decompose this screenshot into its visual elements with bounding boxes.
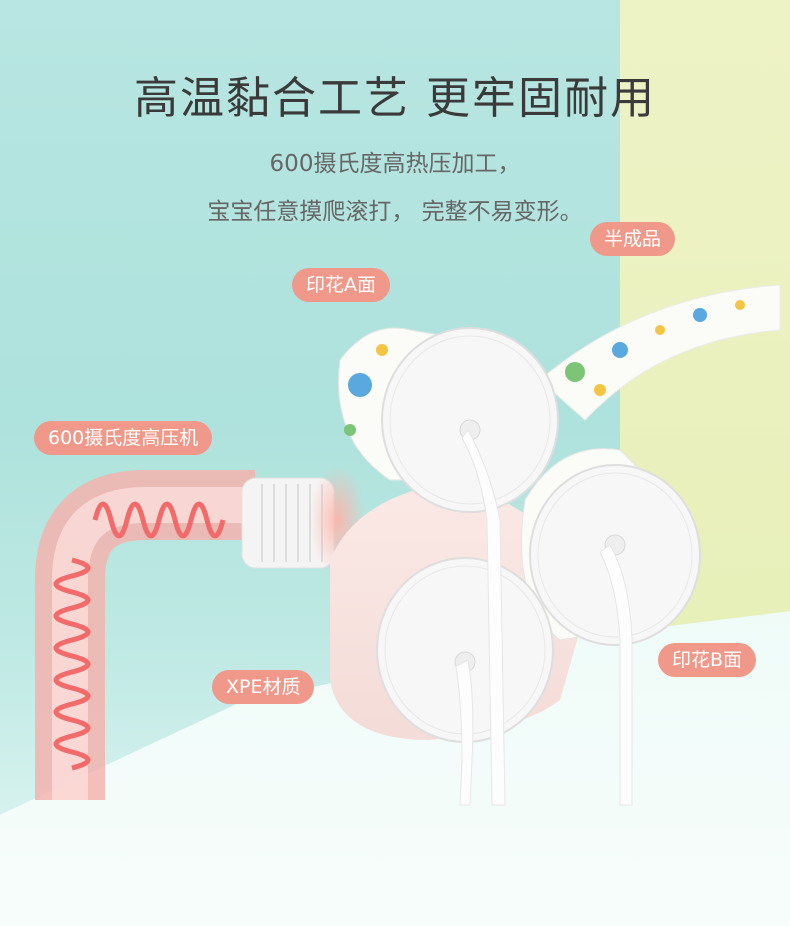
tag-print-side-b: 印花B面 — [658, 643, 757, 677]
tag-heat-press: 600摄氏度高压机 — [34, 421, 213, 455]
subtitle-line-1: 600摄氏度高热压加工， — [269, 151, 521, 177]
heater-coil-horizontal — [92, 501, 226, 539]
heater-coil-vertical — [53, 557, 91, 771]
tag-print-side-a: 印花A面 — [292, 268, 390, 302]
roller-print-side-a — [338, 327, 559, 513]
subtitle-line-2: 宝宝任意摸爬滚打， 完整不易变形。 — [207, 199, 583, 225]
tag-semi-finished: 半成品 — [590, 222, 676, 256]
printed-foam-band — [539, 284, 781, 421]
tag-xpe-material: XPE材质 — [212, 670, 315, 704]
output-sheets — [455, 429, 633, 806]
headline: 高温黏合工艺 更牢固耐用 — [134, 73, 656, 124]
heat-press-pipe — [35, 470, 255, 800]
